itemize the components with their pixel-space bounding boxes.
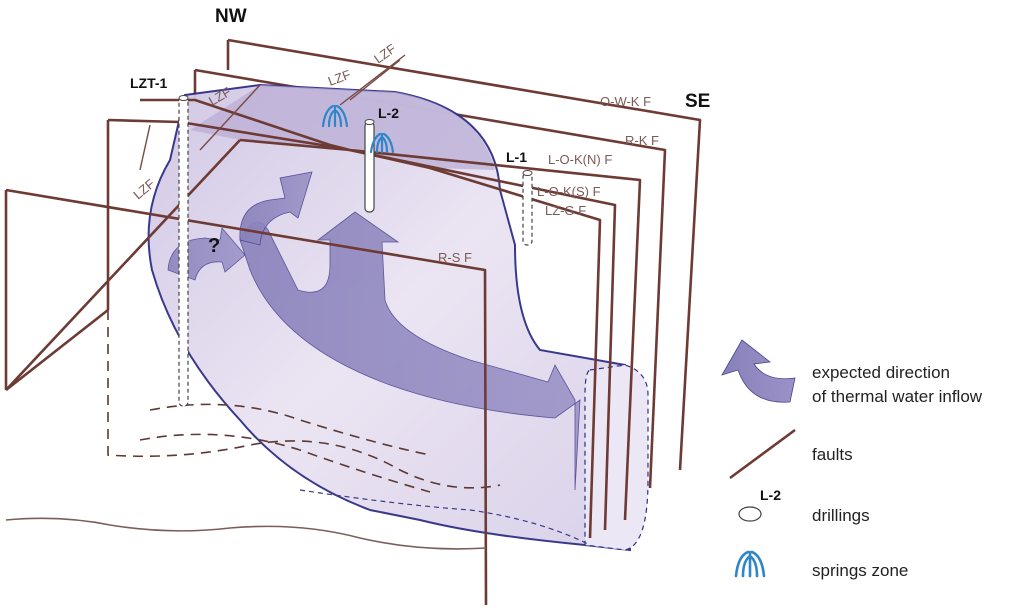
drilling-l2	[364, 119, 375, 213]
drilling-lzt1	[178, 95, 189, 407]
legend-drilling-icon	[738, 506, 762, 522]
legend-inflow-line2: of thermal water inflow	[812, 387, 983, 406]
fault-label-rk: R-K F	[625, 133, 659, 148]
fault-plane-lzg	[239, 138, 602, 539]
aquifer-top-surface	[190, 85, 495, 170]
hidden-base-contour-1	[107, 310, 501, 489]
legend-drillings-label: drillings	[812, 506, 870, 525]
drilling-l1	[522, 170, 533, 246]
fault-label-loks: L-O-K(S) F	[537, 184, 601, 199]
fault-label-lzf-top-2: LZF	[326, 67, 353, 89]
drilling-label-l2: L-2	[378, 105, 399, 121]
legend-springs-label: springs zone	[812, 561, 908, 580]
spring-icon	[321, 104, 349, 128]
direction-se: SE	[685, 91, 710, 112]
aquifer-bottom-hidden	[299, 489, 591, 546]
legend-fault-line-icon	[729, 428, 796, 480]
legend-drill-tag: L-2	[760, 487, 781, 503]
drilling-label-l1: L-1	[506, 149, 527, 165]
drilling-label-lzt1: LZT-1	[130, 75, 168, 91]
fault-label-lokn: L-O-K(N) F	[548, 152, 612, 167]
legend-spring-icon	[734, 550, 766, 578]
legend-faults-label: faults	[812, 445, 853, 464]
legend: expected direction of thermal water infl…	[721, 339, 983, 580]
fault-plane-owk	[226, 38, 702, 471]
hidden-base-contour-3	[139, 433, 431, 493]
fault-label-rs: R-S F	[438, 250, 472, 265]
spring-icon	[369, 132, 395, 154]
fault-plane-lzf	[5, 54, 406, 391]
fault-label-lzg: LZ-G F	[545, 203, 586, 218]
legend-inflow-arrow-icon	[721, 339, 796, 403]
unknown-direction-mark: ?	[208, 235, 220, 257]
direction-nw: NW	[215, 6, 247, 27]
ground-surface-line	[5, 517, 487, 550]
upper-inflow-arrow	[239, 171, 313, 246]
legend-inflow-line1: expected direction	[812, 363, 950, 382]
fault-label-owk: O-W-K F	[600, 94, 651, 109]
fault-plane-rs	[4, 188, 488, 606]
aquifer-end-cap	[584, 364, 649, 551]
